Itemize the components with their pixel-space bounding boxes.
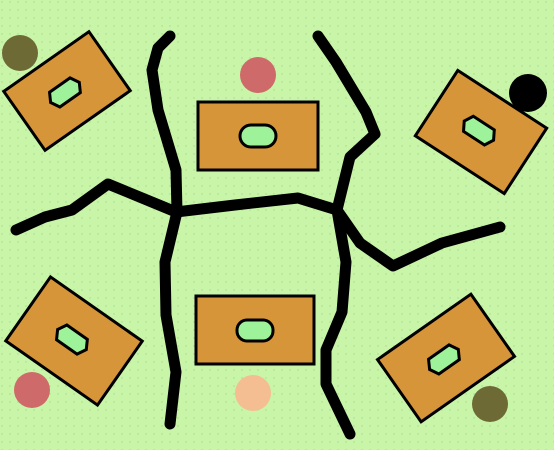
token-black-top-right[interactable] — [509, 74, 547, 112]
token-olive-top-left[interactable] — [2, 35, 38, 71]
token-peach-bottom-center[interactable] — [235, 375, 271, 411]
table-top-center[interactable] — [198, 102, 318, 170]
token-rose-bottom-left[interactable] — [14, 372, 50, 408]
table-top-center-pad-icon — [240, 125, 276, 147]
table-bottom-center-pad-icon — [237, 320, 273, 341]
token-olive-bottom-right[interactable] — [472, 386, 508, 422]
table-bottom-center[interactable] — [196, 296, 314, 364]
token-rose-top-center[interactable] — [240, 57, 276, 93]
